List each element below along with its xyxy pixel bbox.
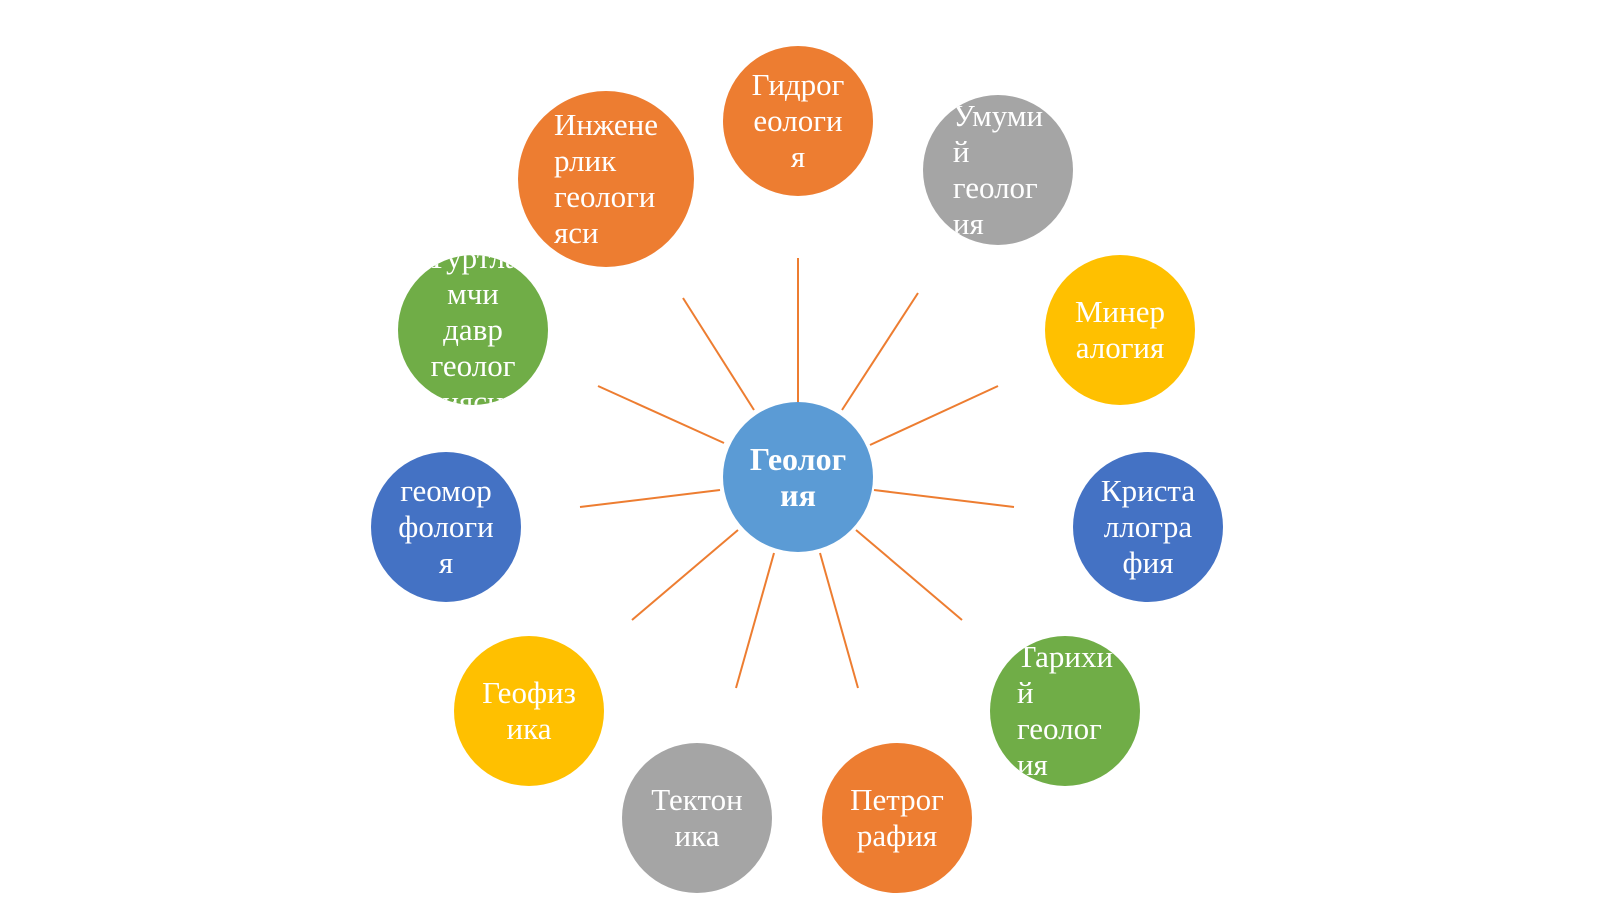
center-node-label: Геолог ия [749, 441, 847, 513]
spoke-line [855, 529, 963, 621]
node-label: Умуми й геолог ия [952, 98, 1044, 241]
spoke-line [841, 292, 919, 411]
center-node-geologiya: Геолог ия [723, 402, 873, 552]
spoke-line [631, 529, 739, 621]
node-label: Криста ллогра фия [1100, 473, 1196, 580]
node-injenerlik-geologiyasi: Инжене рлик геологи яси [518, 91, 694, 267]
node-label: Петрог рафия [850, 782, 944, 853]
spoke-line [597, 385, 725, 444]
node-umumiy-geologiya: Умуми й геолог ия [923, 95, 1073, 245]
node-petrografiya: Петрог рафия [822, 743, 972, 893]
spoke-line [819, 552, 859, 689]
node-label: Гидрог еологи я [751, 67, 845, 174]
node-label: Минер алогия [1074, 294, 1165, 365]
spoke-line [735, 552, 775, 689]
spoke-line [682, 297, 755, 411]
node-geofizika: Геофиз ика [454, 636, 604, 786]
node-label: Тектон ика [651, 782, 743, 853]
spoke-line [869, 385, 999, 446]
node-label: Тарихи й геолог ия [1016, 639, 1114, 782]
node-gidrogeologiya: Гидрог еологи я [723, 46, 873, 196]
node-turtlamchi-davr-geologiyasi: Тўртла мчи давр геолог ияси [398, 255, 548, 405]
node-tarixiy-geologiya: Тарихи й геолог ия [990, 636, 1140, 786]
node-geomorfologiya: геомор фологи я [371, 452, 521, 602]
node-tektonika: Тектон ика [622, 743, 772, 893]
spoke-line [873, 489, 1015, 508]
node-mineralogiya: Минер алогия [1045, 255, 1195, 405]
node-label: Инжене рлик геологи яси [553, 107, 659, 250]
node-label: Геофиз ика [482, 675, 576, 746]
node-kristallografiya: Криста ллогра фия [1073, 452, 1223, 602]
node-label: геомор фологи я [398, 473, 494, 580]
node-label: Тўртла мчи давр геолог ияси [427, 255, 519, 405]
spoke-line [579, 489, 721, 508]
